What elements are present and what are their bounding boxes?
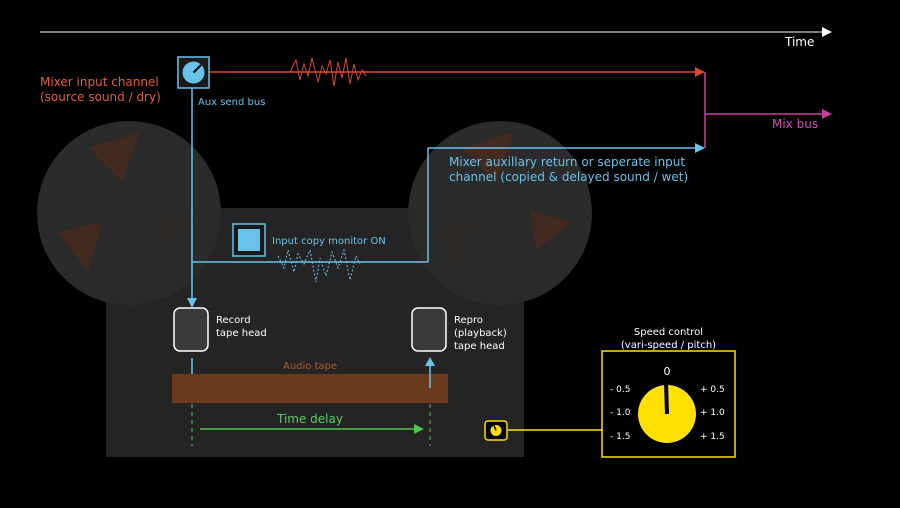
- speed-control-title: Speed control (vari-speed / pitch): [602, 326, 735, 352]
- repro-head-line3: tape head: [454, 341, 505, 352]
- aux-send-knob[interactable]: [177, 56, 210, 89]
- repro-head-label: Repro (playback) tape head: [454, 314, 507, 353]
- mixer-input-line1: Mixer input channel: [40, 75, 159, 89]
- speed-control-title1: Speed control: [633, 327, 704, 338]
- dry-waveform: [289, 57, 367, 87]
- aux-send-label: Aux send bus: [198, 97, 266, 108]
- speed-scale-left-1: - 1.0: [610, 408, 631, 418]
- aux-send-line: [187, 88, 197, 308]
- mixer-input-label: Mixer input channel (source sound / dry): [40, 75, 161, 105]
- record-head-label: Record tape head: [216, 314, 267, 340]
- time-label: Time: [785, 35, 815, 49]
- speed-scale-left-0: - 0.5: [610, 385, 631, 395]
- time-delay-label: Time delay: [277, 412, 343, 426]
- mixer-input-line2: (source sound / dry): [40, 90, 161, 104]
- aux-return-line1: Mixer auxillary return or seperate input: [449, 155, 686, 169]
- speed-control-knob[interactable]: [638, 382, 696, 443]
- repro-head-line2: (playback): [454, 328, 507, 339]
- speed-scale-right-1: + 1.0: [700, 408, 725, 418]
- time-arrow: [40, 27, 832, 37]
- speed-scale-right-2: + 1.5: [700, 432, 725, 442]
- audio-tape-label: Audio tape: [283, 361, 338, 372]
- aux-return-line2: channel (copied & delayed sound / wet): [449, 170, 689, 184]
- dry-signal-line: [207, 67, 705, 77]
- speed-small-knob[interactable]: [484, 420, 508, 441]
- repro-head: [411, 307, 447, 352]
- monitor-line: [192, 143, 705, 263]
- speed-scale-right-0: + 0.5: [700, 385, 725, 395]
- monitor-switch[interactable]: [232, 223, 266, 257]
- monitor-label: Input copy monitor ON: [272, 236, 386, 247]
- wet-waveform: [277, 248, 361, 283]
- record-head: [173, 307, 209, 352]
- audio-tape: [172, 374, 448, 403]
- mix-bus-label: Mix bus: [772, 117, 819, 131]
- mix-bus-line: [704, 72, 832, 148]
- record-head-line1: Record: [216, 315, 251, 326]
- speed-scale-center: 0: [663, 365, 671, 378]
- repro-head-line1: Repro: [454, 315, 484, 326]
- time-delay-arrow: [200, 424, 424, 434]
- tape-to-repro-arrow: [425, 357, 435, 388]
- speed-control-title2: (vari-speed / pitch): [620, 340, 717, 351]
- speed-scale-left-2: - 1.5: [610, 432, 631, 442]
- aux-return-label: Mixer auxillary return or seperate input…: [449, 155, 688, 185]
- record-head-line2: tape head: [216, 328, 267, 339]
